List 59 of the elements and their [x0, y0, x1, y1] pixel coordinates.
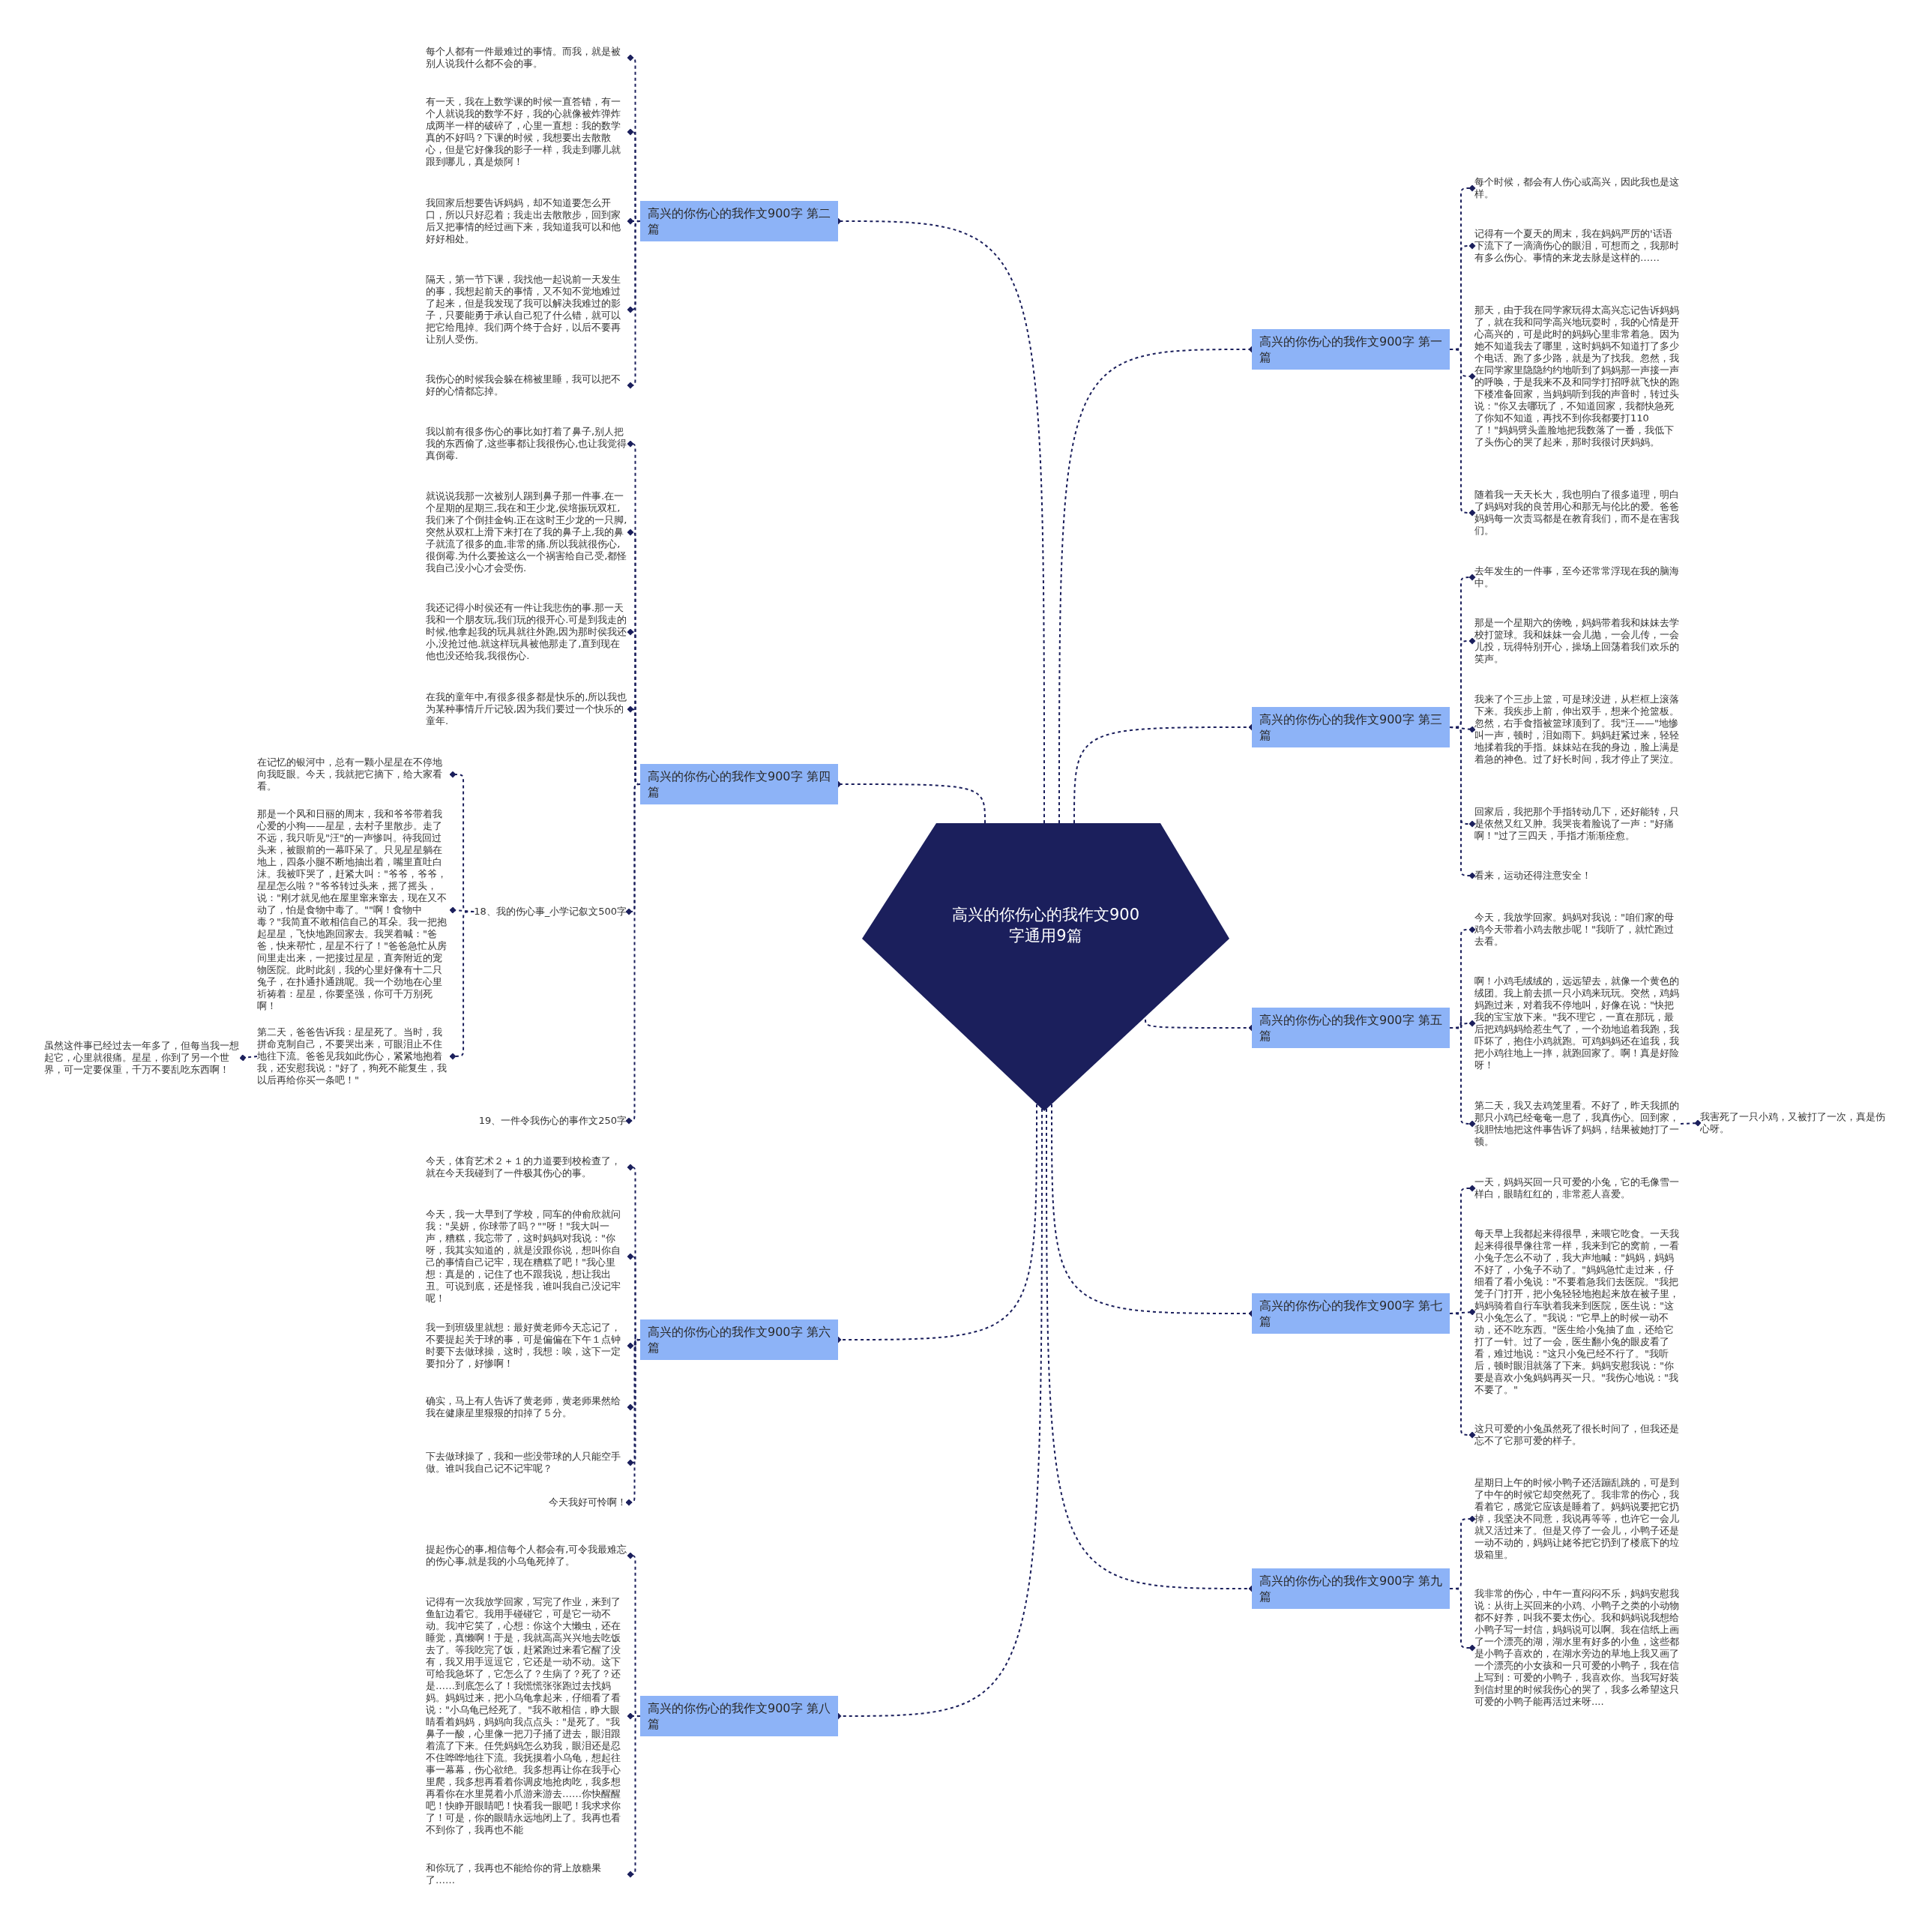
topic-box: 高兴的你伤心的我作文900字 第一篇 [1252, 329, 1450, 370]
note-text: 我害死了一只小鸡，又被打了一次，真是伤心呀。 [1700, 1111, 1888, 1135]
note-text: 每天早上我都起来得很早，来喂它吃食。一天我起来得很早像往常一样，我来到它的窝前，一看小兔子怎么不动了，我大声地喊："妈妈，妈妈不好了，小兔子不动了。"妈妈急忙走过来，仔细看了看小兔说："不要着急我们去医院。"我把笼子门打开，把小兔轻轻地抱起来放在被子里，妈妈骑着自行车驮着我来到医院，医生说："这只小兔怎么了。"我说："它早上的时候一动不动，还不吃东西。"医生给小兔抽了血，还给它打了一针。过了一会，医生翻小兔的眼皮看了看，难过地说："这只小兔已经不行了。"我听后，顿时眼泪就落了下来。妈妈安慰我说："你要是喜欢小兔妈妈再买一只。"我伤心地说："我不要了。" [1474, 1228, 1681, 1396]
note-text: 我来了个三步上篮，可是球没进，从栏框上滚落下来。我疾步上前，伸出双手，想来个抢篮板。忽然，右手食指被篮球顶到了。我"汪——"地惨叫一声，顿时，泪如雨下。妈妈赶紧过来，轻轻地揉着我的手指。妹妹站在我的身边，脸上满是着急的神色。过了好长时间，我才停止了哭泣。 [1474, 693, 1681, 765]
note-text: 那是一个星期六的傍晚，妈妈带着我和妹妹去学校打篮球。我和妹妹一会儿抛，一会儿传，一会儿投，玩得特别开心，操场上回荡着我们欢乐的笑声。 [1474, 617, 1681, 665]
topic-box: 高兴的你伤心的我作文900字 第三篇 [1252, 707, 1450, 747]
note-text: 那天，由于我在同学家玩得太高兴忘记告诉妈妈了，就在我和同学高兴地玩耍时，我的心情是开心高兴的，可是此时的妈妈心里非常着急。因为她不知道我去了哪里，这时妈妈不知道打了多少个电话、跑了多少路，就是为了找我。忽然，我在同学家里隐隐约约地听到了妈妈那一声接一声的呼唤，于是我来不及和同学打招呼就飞快的跑下楼准备回家，当妈妈听到我的声音时，转过头说："你又去哪玩了，不知道回家，我都快急死了你知不知道，再找不到你我都要打110了！"妈妈劈头盖脸地把我数落了一番，我低下了头伤心的哭了起来，那时我很讨厌妈妈。 [1474, 304, 1681, 448]
connector [625, 1339, 641, 1506]
note-text: 我以前有很多伤心的事比如打着了鼻子,别人把我的东西偷了,这些事都让我很伤心,也让我觉得真倒霉. [426, 426, 628, 462]
connector [627, 1715, 641, 1878]
note-text: 第二天，爸爸告诉我：星星死了。当时，我拼命克制自己，不要哭出来，可眼泪止不住地往下流。爸爸见我如此伤心，紧紧地抱着我，还安慰我说："好了，狗死不能复生，我以后再给你买一条吧！" [257, 1026, 451, 1086]
note-text: 星期日上午的时候小鸭子还活蹦乱跳的，可是到了中午的时候它却突然死了。我非常的伤心，我看着它，感觉它应该是睡着了。妈妈说要把它扔掉，我坚决不同意，我说再等等，也许它一会儿就又活过来了。但是又停了一会儿，小鸭子还是一动不动的，妈妈让姥爷把它扔到了楼底下的垃圾箱里。 [1474, 1477, 1681, 1561]
note-text: 今天，我一大早到了学校，同车的仲俞欣就问我："吴妍，你球带了吗？""呀！"我大叫一声，糟糕，我忘带了，这时妈妈对我说："你呀，我其实知道的，就是没跟你说，想叫你自己的事情自己记牢，现在糟糕了吧！"我心里想：真是的，记住了也不跟我说，想让我出丑。可说到底，还是怪我，谁叫我自己没记牢呢！ [426, 1209, 628, 1304]
note-text: 19、一件令我伤心的事作文250字 [478, 1115, 627, 1127]
note-text: 第二天，我又去鸡笼里看。不好了，昨天我抓的那只小鸡已经奄奄一息了，我真伤心。回到家，我胆怯地把这件事告诉了妈妈，结果被她打了一顿。 [1474, 1100, 1681, 1148]
note-text: 每个时候，都会有人伤心或高兴，因此我也是这样。 [1474, 176, 1681, 200]
note-text: 随着我一天天长大，我也明白了很多道理，明白了妈妈对我的良苦用心和那无与伦比的爱。爸爸妈妈每一次责骂都是在教育我们，而不是在害我们。 [1474, 489, 1681, 537]
note-text: 看来，运动还得注意安全！ [1474, 870, 1681, 882]
note-text: 我一到班级里就想：最好黄老师今天忘记了，不要提起关于球的事，可是偏偏在下午１点钟时要下去做球操，这时，我想：唉，这下一定要扣分了，好惨啊！ [426, 1322, 628, 1370]
topic-box: 高兴的你伤心的我作文900字 第五篇 [1252, 1008, 1450, 1048]
note-text: 我回家后想要告诉妈妈，却不知道要怎么开口，所以只好忍着；我走出去散散步，回到家后又把事情的经过画下来，我知道我可以和他好好相处。 [426, 197, 628, 245]
note-text: 确实，马上有人告诉了黄老师，黄老师果然给我在健康星里狠狠的扣掉了５分。 [426, 1395, 628, 1419]
note-text: 记得有一个夏天的周末，我在妈妈严厉的'话语下流下了一滴滴伤心的眼泪，可想而之，我那时有多么伤心。事情的来龙去脉是这样的…… [1474, 228, 1681, 264]
note-text: 每个人都有一件最难过的事情。而我，就是被别人说我什么都不会的事。 [426, 46, 628, 70]
note-text: 就说说我那一次被别人踢到鼻子那一件事.在一个星期的星期三,我在和王少龙,侯培振玩双杠,我们来了个倒挂金钩.正在这时王少龙的一只脚,突然从双杠上滑下来打在了我的鼻子上,我的鼻子就流了很多的血,非常的痛.所以我就很伤心,很倒霉.为什么要捡这么一个祸害给自己受,都怪我自己没小心才会受伤. [426, 490, 628, 574]
note-text: 记得有一次我放学回家，写完了作业，来到了鱼缸边看它。我用手碰碰它，可是它一动不动。我冲它笑了，心想：你这个大懒虫，还在睡觉，真懒啊！于是，我就高高兴兴地去吃饭去了。等我吃完了饭，赶紧跑过来看它醒了没有，我又用手逗逗它，它还是一动不动。这下可给我急坏了，它怎么了？生病了？死了？还是……到底怎么了！我慌慌张张跑过去找妈妈。妈妈过来，把小乌龟拿起来，仔细看了看说："小乌龟已经死了。"我不敢相信，睁大眼睛看着妈妈，妈妈向我点点头："是死了。"我鼻子一酸，心里像一把刀子捅了进去，眼泪跟着流了下来。任凭妈妈怎么劝我，眼泪还是忍不住哗哗地往下流。我抚摸着小乌龟，想起往事一幕幕，伤心欲绝。我多想再让你在我手心里爬，我多想再看着你调皮地抢肉吃，我多想再看你在水里晃着小爪游来游去……你快醒醒吧！快睁开眼睛吧！快看我一眼吧！我求求你了！可是，你的眼睛永远地闭上了。我再也看不到你了，我再也不能 [426, 1596, 628, 1836]
note-text: 下去做球操了，我和一些没带球的人只能空手做。谁叫我自己记不记牢呢？ [426, 1451, 628, 1475]
connector [627, 220, 641, 389]
topic-box: 高兴的你伤心的我作文900字 第七篇 [1252, 1293, 1450, 1334]
note-text: 18、我的伤心事_小学记叙文500字 [474, 906, 627, 918]
connector [1680, 1119, 1702, 1127]
connector [625, 783, 641, 1125]
note-text: 在我的童年中,有很多很多都是快乐的,所以我也为某种事情斤斤记较,因为我们要过一个快乐的童年. [426, 691, 628, 727]
note-text: 一天，妈妈买回一只可爱的小兔，它的毛像雪一样白，眼睛红红的，非常惹人喜爱。 [1474, 1176, 1681, 1200]
topic-box: 高兴的你伤心的我作文900字 第六篇 [640, 1319, 838, 1360]
note-text: 我非常的伤心，中午一直闷闷不乐，妈妈安慰我说：从街上买回来的小鸡、小鸭子之类的小动物都不好养，叫我不要太伤心。我和妈妈说我想给小鸭子写一封信，妈妈说可以啊。我在信纸上画了一个漂亮的湖，湖水里有好多的小鱼，这些都是小鸭子喜欢的，在湖水旁边的草地上我又画了一个漂亮的小女孩和一只可爱的小鸭子，我在信上写到：可爱的小鸭子，我喜欢你。当我写好装到信封里的时候我伤心的哭了，我多么希望这只可爱的小鸭子能再活过来呀.... [1474, 1588, 1681, 1708]
note-text: 在记忆的银河中，总有一颗小星星在不停地向我眨眼。今天，我就把它摘下，给大家看看。 [257, 756, 451, 792]
note-text: 那是一个风和日丽的周末，我和爷爷带着我心爱的小狗——星星，去村子里散步。走了不远，我只听见"汪"的一声惨叫。待我回过头来，被眼前的一幕吓呆了。只见星星躺在地上，四条小腿不断地抽出着，嘴里直吐白沫。我被吓哭了，赶紧大叫："爷爷，爷爷，星星怎么啦？"爷爷转过头来，摇了摇头，说："刚才就见他在屋里窜来窜去，现在又不动了，怕是食物中毒了。""啊！食物中毒？"我简直不敢相信自己的耳朵。我一把抱起星星，飞快地跑回家去。我哭着喊："爸爸，快来帮忙，星星不行了！"爸爸急忙从房间里走出来，一把接过星星，直奔附近的宠物医院。此时此刻，我的心里好像有十二只兔子，在扑通扑通跳呢。我一个劲地在心里祈祷着：星星，你要坚强，你可千万别死啊！ [257, 808, 451, 1012]
topic-box: 高兴的你伤心的我作文900字 第九篇 [1252, 1568, 1450, 1609]
topic-box: 高兴的你伤心的我作文900字 第四篇 [640, 764, 838, 804]
note-text: 提起伤心的事,相信每个人都会有,可令我最难忘的伤心事,就是我的小乌龟死掉了。 [426, 1544, 628, 1568]
topic-box: 高兴的你伤心的我作文900字 第八篇 [640, 1696, 838, 1736]
note-text: 隔天，第一节下课，我找他一起说前一天发生的事，我想起前天的事情，又不知不觉地难过了起来，但是我发现了我可以解决我难过的影子，只要能勇于承认自己犯了什么错，就可以把它给甩掉。我们两个终于合好，以后不要再让别人受伤。 [426, 274, 628, 346]
central-topic: 高兴的你伤心的我作文900字通用9篇 [862, 823, 1229, 1111]
note-text: 虽然这件事已经过去一年多了，但每当我一想起它，心里就很痛。星星，你到了另一个世界，可一定要保重，千万不要乱吃东西啊！ [44, 1040, 241, 1076]
topic-box: 高兴的你伤心的我作文900字 第二篇 [640, 201, 838, 241]
connector [449, 911, 475, 1060]
note-text: 这只可爱的小兔虽然死了很长时间了，但我还是忘不了它那可爱的样子。 [1474, 1423, 1681, 1447]
note-text: 有一天，我在上数学课的时候一直答错，有一个人就说我的数学不好，我的心就像被炸弹炸成两半一样的破碎了，心里一直想：我的数学真的不好吗？下课的时候，我想要出去散散心，但是它好像我的影子一样，我走到哪儿就跟到哪儿，真是烦阿！ [426, 96, 628, 168]
connector [239, 1054, 258, 1062]
note-text: 和你玩了，我再也不能给你的背上放糖果了…… [426, 1862, 628, 1886]
note-text: 今天，体育艺术２＋１的力道要到校检查了，就在今天我碰到了一件极其伤心的事。 [426, 1155, 628, 1179]
note-text: 去年发生的一件事，至今还常常浮现在我的脑海中。 [1474, 565, 1681, 589]
note-text: 我伤心的时候我会躲在棉被里睡，我可以把不好的心情都忘掉。 [426, 373, 628, 397]
note-text: 今天，我放学回家。妈妈对我说："咱们家的母鸡今天带着小鸡去散步呢！"我听了，就忙跑过去看。 [1474, 912, 1681, 948]
note-text: 回家后，我把那个手指转动几下，还好能转，只是依然又红又肿。我哭丧着脸说了一声："好痛啊！"过了三四天，手指才渐渐痊愈。 [1474, 806, 1681, 842]
note-text: 啊！小鸡毛绒绒的，远远望去，就像一个黄色的绒团。我上前去抓一只小鸡来玩玩。突然，鸡妈妈跑过来，对着我不停地叫，好像在说："快把我的宝宝放下来。"我不理它，一直在那玩，最后把鸡妈妈给惹生气了，一个劲地追着我跑，我吓坏了，抱住小鸡就跑。可鸡妈妈还在追我，我把小鸡往地上一摔，就跑回家了。啊！真是好险呀！ [1474, 975, 1681, 1071]
note-text: 今天我好可怜啊！ [549, 1496, 627, 1508]
note-text: 我还记得小时侯还有一件让我悲伤的事.那一天我和一个朋友玩,我们玩的很开心.可是到我走的时候,他拿起我的玩具就往外跑,因为那时侯我还小,没抢过他.就这样玩具被他那走了,直到现在他也没还给我,我很伤心. [426, 602, 628, 662]
